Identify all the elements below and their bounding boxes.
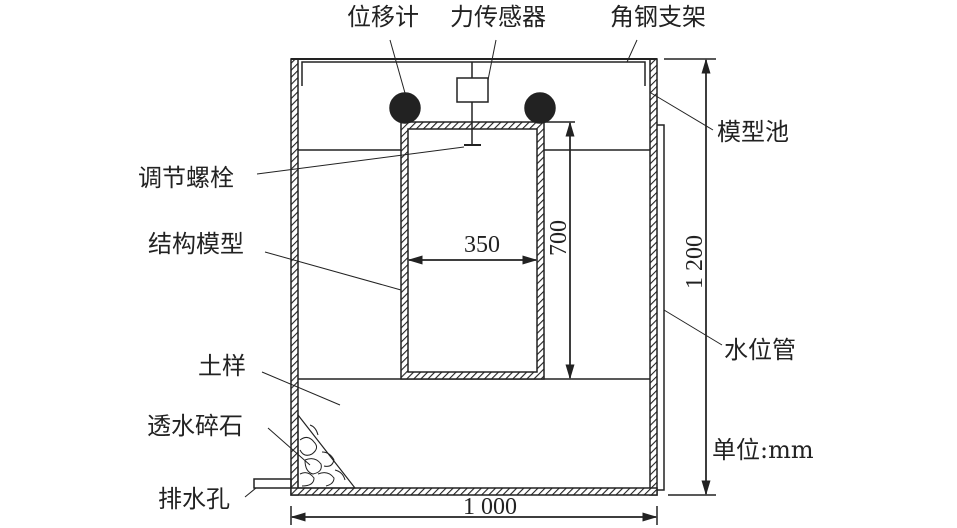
tank-left-wall	[290, 58, 299, 496]
label-drain-hole: 排水孔	[158, 485, 230, 513]
displacement-meter-right	[524, 92, 556, 124]
leader-lines	[244, 39, 723, 498]
displacement-meter-left	[389, 92, 421, 124]
force-sensor	[456, 62, 489, 146]
label-permeable-gravel: 透水碎石	[147, 412, 243, 440]
dim-text-350: 350	[464, 232, 500, 258]
label-unit: 单位:mm	[712, 436, 814, 464]
label-structure-model: 结构模型	[148, 230, 244, 258]
label-angle-steel-frame: 角钢支架	[610, 3, 706, 31]
dim-text-1200: 1 200	[682, 235, 708, 289]
dim-1000	[290, 506, 658, 525]
tank-bottom	[290, 487, 658, 496]
label-adjusting-bolt: 调节螺栓	[138, 164, 234, 192]
dim-1200	[664, 58, 716, 496]
label-soil-sample: 土样	[198, 352, 246, 380]
drain-hole-pipe	[253, 478, 292, 489]
label-water-level-pipe: 水位管	[724, 336, 796, 364]
label-model-tank: 模型池	[717, 118, 789, 146]
dim-text-700: 700	[546, 220, 572, 256]
dim-text-1000: 1 000	[463, 494, 517, 520]
tank-right-wall	[649, 58, 658, 496]
water-level-pipe	[657, 124, 665, 491]
label-displacement-meter: 位移计	[347, 3, 419, 31]
structure-model	[400, 121, 545, 380]
permeable-gravel	[297, 413, 357, 489]
angle-steel-frame	[291, 58, 657, 86]
label-force-sensor: 力传感器	[450, 3, 546, 31]
dim-700	[544, 121, 575, 380]
